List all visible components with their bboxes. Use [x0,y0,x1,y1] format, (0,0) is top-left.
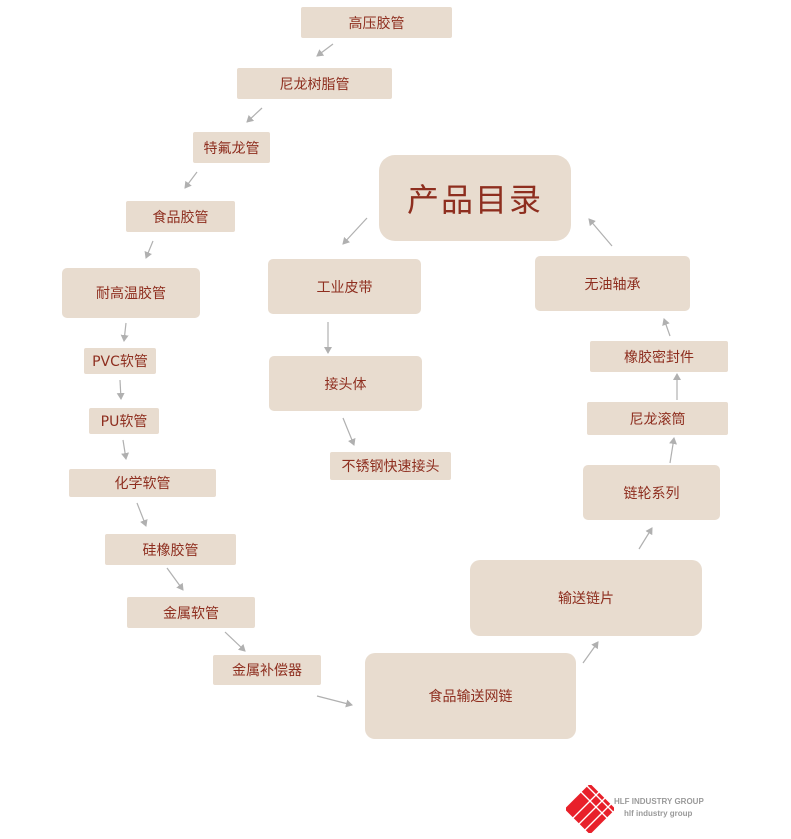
box-connector: 接头体 [269,356,422,411]
box-sprocket-series: 链轮系列 [583,465,720,520]
arrow [342,217,368,245]
box-nylon-resin-tube: 尼龙树脂管 [237,68,392,99]
box-nylon-roller: 尼龙滚筒 [587,402,728,435]
arrow [588,218,613,247]
arrow [669,437,678,464]
arrow [184,171,198,189]
box-metal-compensator: 金属补偿器 [213,655,321,685]
box-metal-hose: 金属软管 [127,597,255,628]
logo-line-1: HLF INDUSTRY GROUP [614,797,704,806]
arrow [224,631,246,652]
arrow [144,240,154,259]
box-rubber-seal: 橡胶密封件 [590,341,728,372]
catalog-title: 产品目录 [379,155,571,241]
box-teflon-tube: 特氟龙管 [193,132,270,163]
arrow [316,695,353,708]
arrow [342,417,356,446]
arrow [166,567,184,591]
box-high-pressure-hose: 高压胶管 [301,7,452,38]
box-pvc-hose: PVC软管 [84,348,156,374]
box-food-hose: 食品胶管 [126,201,235,232]
box-ss-quick-coupling: 不锈钢快速接头 [330,452,451,480]
box-pu-hose: PU软管 [89,408,159,434]
box-chemical-hose: 化学软管 [69,469,216,497]
arrow [638,527,653,550]
arrow [116,379,125,400]
box-conveyor-chain-plate: 输送链片 [470,560,702,636]
logo-diamond-icon [566,785,614,833]
box-high-temp-hose: 耐高温胶管 [62,268,200,318]
box-food-conveyor-mesh: 食品输送网链 [365,653,576,739]
company-logo: HLF INDUSTRY GROUP hlf industry group [566,785,716,833]
arrow [136,502,148,527]
arrow [582,641,599,664]
arrow [121,439,130,460]
arrow [120,322,129,342]
arrow [246,107,263,123]
logo-line-2: hlf industry group [624,809,693,818]
arrow [662,318,671,337]
arrow [316,43,334,57]
logo-text: HLF INDUSTRY GROUP hlf industry group [614,796,704,820]
box-oilless-bearing: 无油轴承 [535,256,690,311]
box-silicone-hose: 硅橡胶管 [105,534,236,565]
box-industrial-belt: 工业皮带 [268,259,421,314]
